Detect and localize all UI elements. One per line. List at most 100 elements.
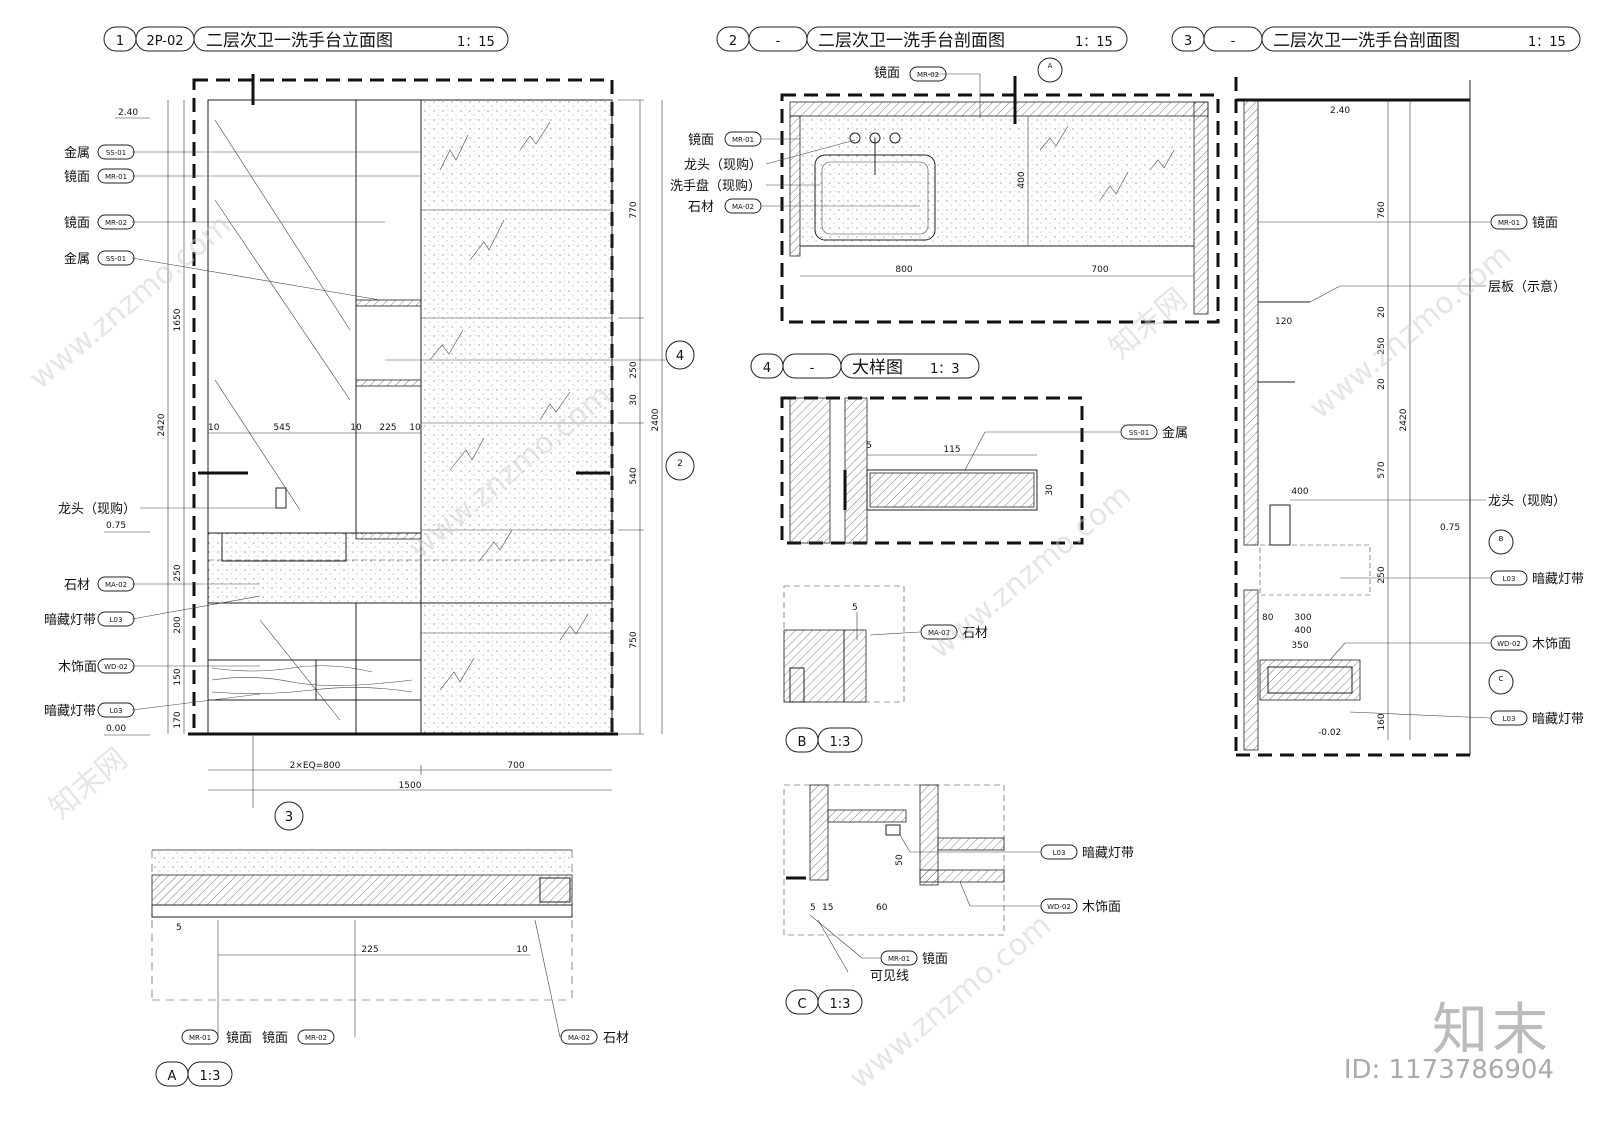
callouts-elevation: SS-01 金属 MR-01 镜面 MR-02 镜面 SS-01 金属 龙头（现… <box>44 144 421 719</box>
tag-s3-l03-2: L03 <box>1503 715 1516 723</box>
dim-150-l: 150 <box>173 668 183 685</box>
dim-1500: 1500 <box>399 781 422 791</box>
dim-250: 250 <box>629 361 639 378</box>
title-2-code: - <box>776 34 781 49</box>
dim-s3-2420: 2420 <box>1399 408 1409 431</box>
label-s3-led-2: 暗藏灯带 <box>1532 712 1584 727</box>
label-s2-stone: 石材 <box>688 200 714 215</box>
detail-view-b: 5 MA-02 石材 B 1:3 <box>783 585 988 753</box>
dim-d4-115: 115 <box>943 445 960 455</box>
title-4-number: 4 <box>763 361 771 376</box>
label-c-mirror: 镜面 <box>922 952 948 967</box>
label-a-mirror-2: 镜面 <box>262 1031 288 1046</box>
label-s2-faucet: 龙头（现购） <box>684 157 762 173</box>
label-s3-shelf: 层板（示意） <box>1488 279 1566 295</box>
label-wood: 木饰面 <box>58 660 97 675</box>
title-b-scale: 1:3 <box>830 735 851 750</box>
marker-c: C <box>1499 675 1504 683</box>
detail-view-4: 115 30 5 SS-01 金属 <box>780 396 1188 545</box>
title-c-scale: 1:3 <box>830 997 851 1012</box>
title-3-name: 二层次卫一洗手台剖面图 <box>1273 31 1460 51</box>
dim-1650: 1650 <box>173 308 183 331</box>
dim-c-5: 5 <box>810 903 816 913</box>
label-metal-2: 金属 <box>64 251 90 267</box>
dim-c-15: 15 <box>822 903 833 913</box>
section-view-3: 760 20 250 20 570 250 160 2420 120 400 3… <box>1234 77 1584 757</box>
title-3-code: - <box>1231 34 1236 49</box>
watermark-brand-2: 知末网 <box>1103 281 1194 366</box>
dim-s3-160: 160 <box>1377 713 1387 730</box>
label-faucet: 龙头（现购） <box>58 501 136 517</box>
dim-a-225: 225 <box>361 945 378 955</box>
dim-c-50: 50 <box>895 854 905 866</box>
dim-s2-700: 700 <box>1091 265 1108 275</box>
label-led: 暗藏灯带 <box>44 613 96 628</box>
label-mirror: 镜面 <box>64 170 90 185</box>
dim-d4-5: 5 <box>866 441 872 451</box>
title-a-letter: A <box>168 1069 177 1084</box>
label-b-stone: 石材 <box>962 626 988 641</box>
dim-s3-120: 120 <box>1275 317 1292 327</box>
dim-540: 540 <box>629 467 639 484</box>
dim-250-l: 250 <box>173 564 183 581</box>
dim-200-l: 200 <box>173 616 183 633</box>
level-s3-2-40: 2.40 <box>1330 106 1350 116</box>
tag-a-ma02: MA-02 <box>568 1034 590 1042</box>
tag-mr01: MR-01 <box>105 173 127 181</box>
tag-mr02: MR-02 <box>105 219 127 227</box>
dim-b-5: 5 <box>852 603 858 613</box>
label-c-led: 暗藏灯带 <box>1082 846 1134 861</box>
dim-10-c: 10 <box>409 423 421 433</box>
title-3-scale: 1：15 <box>1528 35 1566 50</box>
level-0-00: 0.00 <box>106 724 126 734</box>
dim-s3-350: 350 <box>1291 641 1308 651</box>
tag-s3-l03: L03 <box>1503 575 1516 583</box>
dim-s3-20: 20 <box>1377 306 1387 318</box>
dim-2420: 2420 <box>157 413 167 436</box>
title-2-name: 二层次卫一洗手台剖面图 <box>818 31 1005 51</box>
label-a-stone: 石材 <box>603 1031 629 1046</box>
label-stone: 石材 <box>64 578 90 593</box>
title-2-scale: 1：15 <box>1075 35 1113 50</box>
tag-l03: L03 <box>110 616 123 624</box>
dim-10-b: 10 <box>350 423 362 433</box>
tag-ma02: MA-02 <box>105 581 127 589</box>
dim-10-a: 10 <box>208 423 220 433</box>
marker-a: A <box>1048 62 1053 70</box>
tag-b-ma02: MA-02 <box>928 629 950 637</box>
label-s2-mirror-top: 镜面 <box>874 66 900 81</box>
section-view-2: 800 700 400 A 镜面 MR-02 镜面 MR-01 龙头（现购） 洗… <box>670 57 1220 324</box>
dim-770: 770 <box>629 201 639 218</box>
label-s2-basin: 洗手盘（现购） <box>670 178 761 194</box>
tag-s3-mr01: MR-01 <box>1498 219 1520 227</box>
tag-a-mr02: MR-02 <box>305 1034 327 1042</box>
level-0-75: 0.75 <box>106 521 126 531</box>
dim-s2-400: 400 <box>1017 171 1027 188</box>
watermark-1: www.znzmo.com <box>23 208 238 397</box>
title-1-scale: 1：15 <box>457 35 495 50</box>
detail-view-a: 225 10 5 MR-01 镜面 镜面 MR-02 MA-02 石材 A 1:… <box>151 849 629 1087</box>
tag-s2-mr02: MR-02 <box>917 71 939 79</box>
tag-ss01: SS-01 <box>106 149 126 157</box>
watermark-brand-1: 知末网 <box>43 741 134 826</box>
tag-l03-2: L03 <box>110 707 123 715</box>
dim-s3-20b: 20 <box>1377 378 1387 390</box>
label-s2-mirror: 镜面 <box>688 133 714 148</box>
dim-s3-300: 300 <box>1294 613 1311 623</box>
detail-view-c: 50 60 15 5 L03 暗藏灯带 WD-02 木饰面 MR-01 镜面 可… <box>783 784 1134 1015</box>
tag-wd02: WD-02 <box>104 663 128 671</box>
tag-ss01-2: SS-01 <box>106 255 126 263</box>
dim-c-60: 60 <box>876 903 888 913</box>
title-2-number: 2 <box>729 34 737 49</box>
title-3-number: 3 <box>1184 34 1192 49</box>
level-2-40: 2.40 <box>118 108 138 118</box>
image-id: ID: 1173786904 <box>1343 1055 1554 1085</box>
dim-225: 225 <box>379 423 396 433</box>
title-4-name: 大样图 <box>852 358 903 378</box>
title-1-code: 2P-02 <box>146 34 183 49</box>
elevation-view-1: 770 250 30 540 750 2400 2420 1650 250 20… <box>44 74 695 831</box>
title-c-letter: C <box>797 997 806 1012</box>
dim-2400: 2400 <box>651 408 661 431</box>
marker-b: B <box>1499 535 1504 543</box>
dim-545: 545 <box>273 423 290 433</box>
